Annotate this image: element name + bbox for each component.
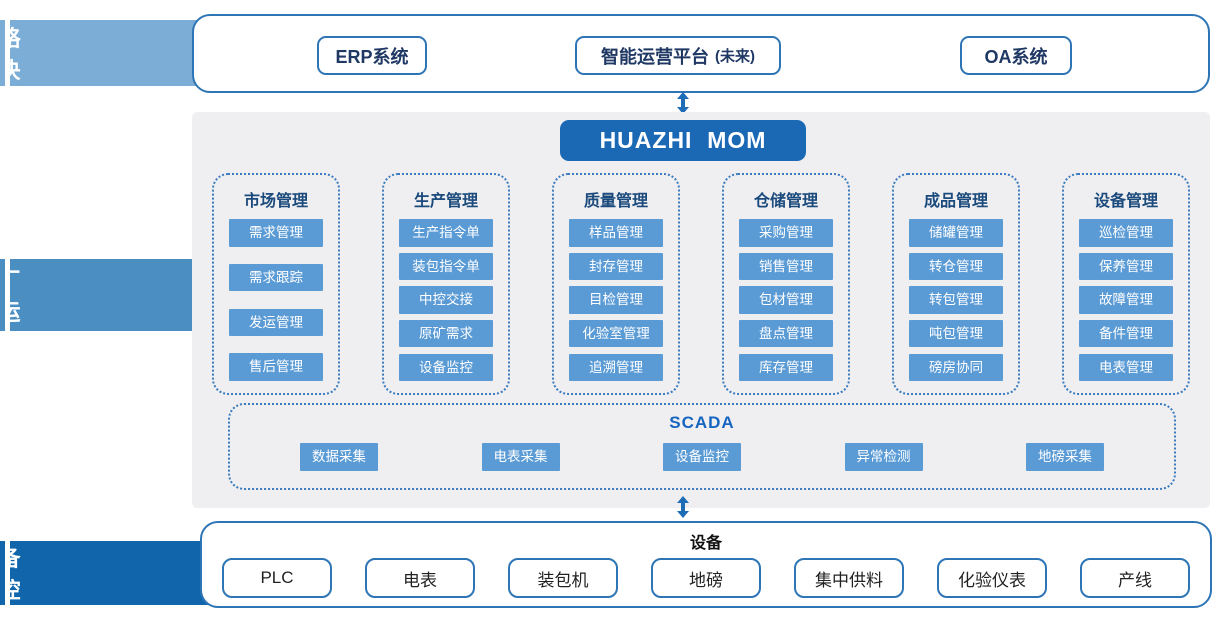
module-market-management: 市场管理 需求管理 需求跟踪 发运管理 售后管理 [212, 173, 340, 395]
module-item: 储罐管理 [909, 219, 1003, 247]
module-item: 转仓管理 [909, 252, 1003, 281]
flow-arrow-icon [677, 496, 689, 518]
module-title: 市场管理 [243, 193, 308, 210]
module-item: 售后管理 [229, 353, 323, 381]
module-items: 样品管理 封存管理 目检管理 化验室管理 追溯管理 [560, 215, 672, 381]
module-item: 追溯管理 [569, 353, 663, 381]
devices-row: PLC 电表 装包机 地磅 集中供料 化验仪表 产线 [202, 553, 1210, 598]
device-weighbridge: 地磅 [651, 558, 761, 598]
module-title: 设备管理 [1093, 193, 1158, 210]
module-item: 中控交接 [399, 286, 493, 314]
intelligent-platform-suffix: (未来) [715, 48, 755, 65]
operations-level-bar [0, 259, 5, 331]
module-item: 装包指令单 [399, 252, 493, 281]
scada-title: SCADA [669, 413, 735, 432]
module-item: 电表管理 [1079, 353, 1173, 381]
module-item: 化验室管理 [569, 319, 663, 348]
oa-system-label: OA系统 [984, 46, 1048, 67]
module-title: 成品管理 [923, 193, 988, 210]
module-title: 仓储管理 [753, 193, 818, 210]
module-item: 盘点管理 [739, 319, 833, 348]
module-item: 发运管理 [229, 308, 323, 337]
module-item: 设备监控 [399, 353, 493, 381]
module-item: 需求管理 [229, 219, 323, 247]
module-warehouse-management: 仓储管理 采购管理 销售管理 包材管理 盘点管理 库存管理 [722, 173, 850, 395]
module-columns: 市场管理 需求管理 需求跟踪 发运管理 售后管理 生产管理 生产指令单 装包指令… [212, 173, 1190, 395]
module-item: 原矿需求 [399, 319, 493, 348]
module-item: 需求跟踪 [229, 263, 323, 292]
device-electric-meter: 电表 [365, 558, 475, 598]
module-item: 包材管理 [739, 286, 833, 314]
module-item: 样品管理 [569, 219, 663, 247]
module-quality-management: 质量管理 样品管理 封存管理 目检管理 化验室管理 追溯管理 [552, 173, 680, 395]
mom-platform-header: HUAZHI MOM [560, 120, 806, 161]
module-item: 采购管理 [739, 219, 833, 247]
scada-layer: SCADA 数据采集 电表采集 设备监控 异常检测 地磅采集 [228, 403, 1176, 490]
device-level-bar [0, 541, 5, 605]
module-production-management: 生产管理 生产指令单 装包指令单 中控交接 原矿需求 设备监控 [382, 173, 510, 395]
scada-item: 设备监控 [663, 443, 741, 471]
erp-system-label: ERP系统 [335, 46, 409, 67]
module-item: 目检管理 [569, 286, 663, 314]
intelligent-platform-label: 智能运营平台 [601, 46, 709, 67]
intelligent-platform-box: 智能运营平台 (未来) [575, 36, 781, 75]
devices-title: 设备 [689, 535, 722, 552]
module-items: 储罐管理 转仓管理 转包管理 吨包管理 磅房协同 [900, 215, 1012, 381]
side-label-device-control-text: 设备控制 [0, 514, 22, 629]
module-item: 保养管理 [1079, 252, 1173, 281]
devices-panel: 设备 PLC 电表 装包机 地磅 集中供料 化验仪表 产线 [200, 521, 1212, 608]
oa-system-box: OA系统 [960, 36, 1072, 75]
module-item: 封存管理 [569, 252, 663, 281]
flow-arrow-icon [677, 92, 689, 114]
scada-item: 电表采集 [481, 443, 560, 471]
module-item: 吨包管理 [909, 319, 1003, 348]
strategy-level-bar [0, 20, 5, 86]
module-item: 备件管理 [1079, 319, 1173, 348]
module-items: 生产指令单 装包指令单 中控交接 原矿需求 设备监控 [390, 215, 502, 381]
module-item: 销售管理 [739, 252, 833, 281]
module-item: 故障管理 [1079, 286, 1173, 314]
scada-item: 异常检测 [844, 443, 923, 471]
device-production-line: 产线 [1080, 558, 1190, 598]
factory-operations-panel: HUAZHI MOM 市场管理 需求管理 需求跟踪 发运管理 售后管理 生产管理… [192, 112, 1210, 508]
module-title: 生产管理 [413, 193, 478, 210]
scada-item: 数据采集 [300, 443, 378, 471]
module-title: 质量管理 [583, 193, 648, 210]
scada-items: 数据采集 电表采集 设备监控 异常检测 地磅采集 [230, 433, 1174, 471]
scada-item: 地磅采集 [1026, 443, 1104, 471]
erp-system-box: ERP系统 [317, 36, 427, 75]
module-item: 巡检管理 [1079, 219, 1173, 247]
side-label-operations-text: 工厂运营 [0, 236, 22, 357]
module-finished-goods-management: 成品管理 储罐管理 转仓管理 转包管理 吨包管理 磅房协同 [892, 173, 1020, 395]
module-item: 生产指令单 [399, 219, 493, 247]
module-items: 需求管理 需求跟踪 发运管理 售后管理 [220, 215, 332, 381]
module-item: 转包管理 [909, 286, 1003, 314]
module-item: 库存管理 [739, 353, 833, 381]
module-item: 磅房协同 [909, 353, 1003, 381]
device-plc: PLC [222, 558, 332, 598]
strategic-systems-panel: ERP系统 智能运营平台 (未来) OA系统 [192, 14, 1210, 93]
device-lab-instrument: 化验仪表 [937, 558, 1047, 598]
module-items: 巡检管理 保养管理 故障管理 备件管理 电表管理 [1070, 215, 1182, 381]
module-items: 采购管理 销售管理 包材管理 盘点管理 库存管理 [730, 215, 842, 381]
device-bagging-machine: 装包机 [508, 558, 618, 598]
module-equipment-management: 设备管理 巡检管理 保养管理 故障管理 备件管理 电表管理 [1062, 173, 1190, 395]
device-central-feeding: 集中供料 [794, 558, 904, 598]
side-label-strategy-text: 战略决策 [0, 0, 22, 115]
